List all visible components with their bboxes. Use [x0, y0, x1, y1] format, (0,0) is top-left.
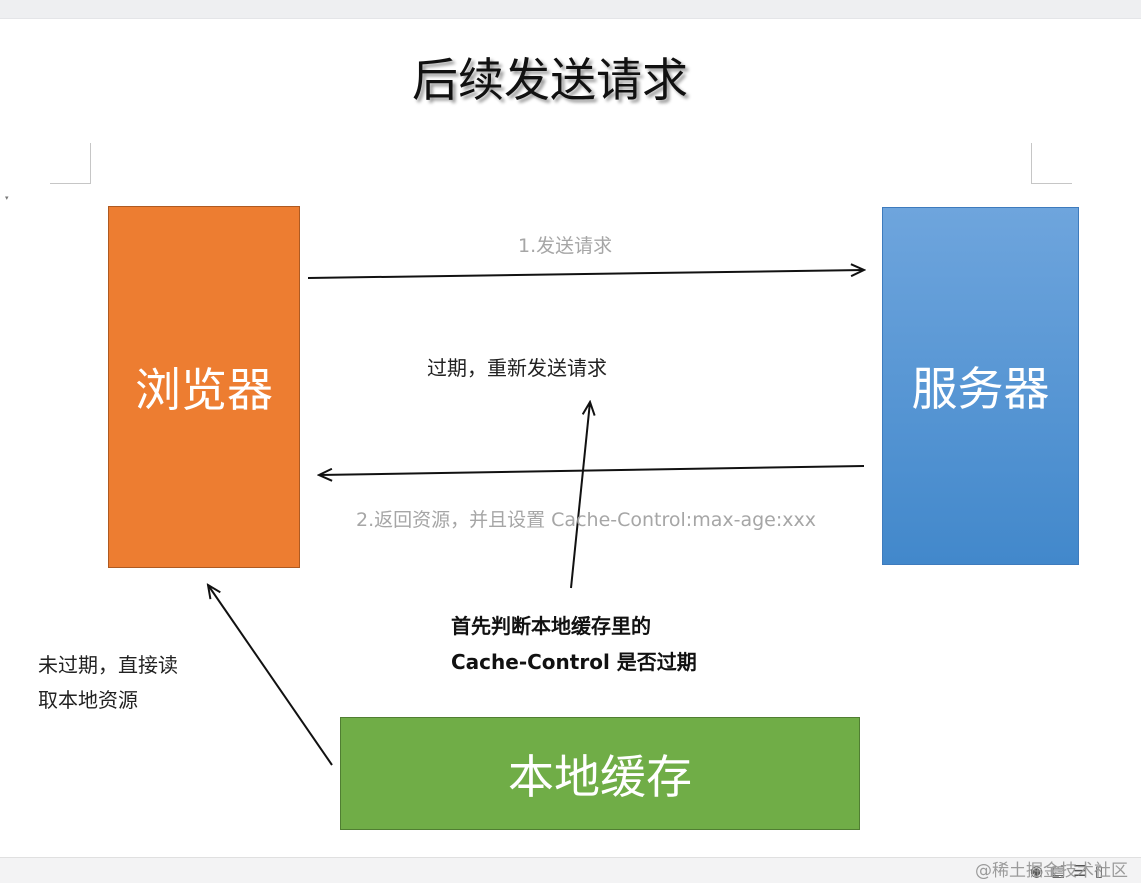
outline-view-icon[interactable]: ☰ — [1073, 862, 1095, 880]
eye-icon[interactable]: ◉ — [1030, 862, 1052, 880]
window-top-bar — [0, 0, 1141, 19]
return-resource-arrow — [319, 465, 865, 475]
read-mode-icon[interactable]: ▯ — [1094, 862, 1111, 880]
view-mode-icons: ◉▤☰▯ — [1030, 862, 1111, 880]
expired-resend-arrow — [570, 402, 590, 589]
not-expired-label-line2: 取本地资源 — [38, 688, 138, 712]
not-expired-label-line1: 未过期，直接读 — [38, 653, 178, 677]
server-node: 服务器 — [882, 207, 1079, 565]
paragraph-marker-icon: ▾ — [5, 194, 9, 202]
local-cache-node-label: 本地缓存 — [508, 749, 692, 804]
status-bar — [0, 857, 1141, 883]
page-view-icon[interactable]: ▤ — [1051, 862, 1074, 880]
server-node-label: 服务器 — [911, 362, 1050, 416]
return-resource-label: 2.返回资源，并且设置 Cache-Control:max-age:xxx — [356, 509, 816, 531]
local-cache-node: 本地缓存 — [340, 717, 860, 830]
expired-resend-label: 过期，重新发送请求 — [427, 356, 607, 380]
send-request-label: 1.发送请求 — [518, 235, 613, 257]
browser-node-label: 浏览器 — [135, 363, 273, 417]
diagram-title: 后续发送请求 — [412, 53, 688, 107]
check-cache-label-line2: Cache-Control 是否过期 — [451, 650, 697, 674]
watermark: @稀土掘金技术社区 — [975, 861, 1128, 881]
check-cache-label-line1: 首先判断本地缓存里的 — [451, 614, 651, 638]
read-local-arrow — [208, 585, 333, 766]
send-request-arrow — [307, 270, 864, 279]
page-corner-mark-left — [50, 143, 91, 184]
page-corner-mark-right — [1031, 143, 1072, 184]
browser-node: 浏览器 — [108, 206, 300, 568]
